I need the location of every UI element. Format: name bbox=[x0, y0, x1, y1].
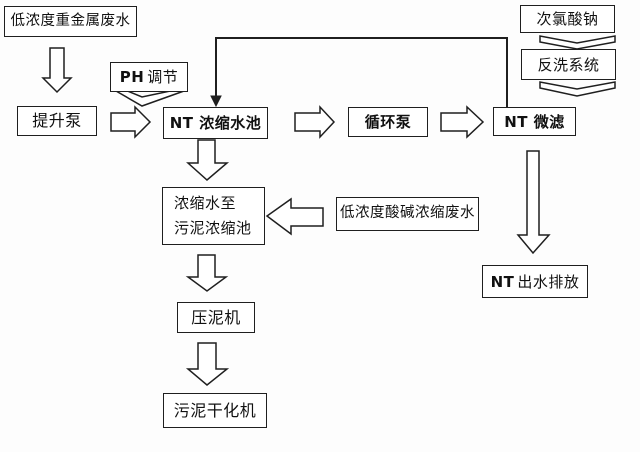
arrow-acidwaste-to-concentrate-icon bbox=[265, 197, 324, 236]
arrow-naclo-to-backwash-icon bbox=[539, 35, 616, 50]
node-label-bold: NT bbox=[490, 272, 515, 291]
arrow-mudpress-to-dryer-icon bbox=[185, 342, 230, 386]
node-heavy-metal-wastewater: 低浓度重金属废水 bbox=[4, 6, 137, 37]
node-backwash-system: 反洗系统 bbox=[521, 49, 616, 80]
node-label-bold: PH bbox=[119, 68, 145, 86]
node-lift-pump: 提升泵 bbox=[17, 106, 97, 136]
node-label: 提升泵 bbox=[32, 111, 82, 131]
arrow-concentrate-to-mudpress-icon bbox=[185, 254, 229, 292]
recirculation-arrowhead-icon bbox=[210, 95, 222, 108]
node-label: 调节 bbox=[147, 68, 179, 86]
arrow-liftpump-to-ntpool-icon bbox=[110, 105, 152, 139]
node-label: 污泥干化机 bbox=[173, 400, 257, 420]
node-ph-adjust: PH 调节 bbox=[110, 62, 188, 92]
arrow-ph-to-ntpool-icon bbox=[113, 89, 185, 107]
node-label: 出水排放 bbox=[517, 272, 580, 291]
node-label: 反洗系统 bbox=[537, 55, 600, 74]
node-nt-microfiltration: NT 微滤 bbox=[493, 107, 576, 136]
arrow-heavymetal-to-liftpump-icon bbox=[41, 47, 73, 94]
node-sodium-hypochlorite: 次氯酸钠 bbox=[520, 5, 615, 33]
arrow-ntpool-to-concentrate-icon bbox=[186, 139, 230, 181]
node-nt-concentrate-pool: NT 浓缩水池 bbox=[163, 107, 268, 139]
arrow-ntpool-to-circpump-icon bbox=[294, 105, 336, 139]
node-label-line2: 污泥浓缩池 bbox=[174, 219, 252, 237]
node-label: 循环泵 bbox=[364, 113, 412, 131]
arrow-ntmf-to-discharge-icon bbox=[516, 150, 551, 255]
arrow-backwash-to-ntmf-icon bbox=[539, 81, 616, 97]
node-concentrate-to-sludge-tank: 浓缩水至 污泥浓缩池 bbox=[162, 187, 265, 245]
node-label: 低浓度重金属废水 bbox=[10, 12, 131, 29]
arrow-circpump-to-ntmf-icon bbox=[440, 105, 485, 139]
node-label: 低浓度酸碱浓缩废水 bbox=[340, 205, 475, 222]
node-label-line1: 浓缩水至 bbox=[174, 194, 237, 213]
node-label: NT 微滤 bbox=[504, 112, 565, 131]
recirculation-line bbox=[210, 37, 508, 108]
node-nt-effluent-discharge: NT 出水排放 bbox=[482, 265, 588, 298]
node-acid-alkali-wastewater: 低浓度酸碱浓缩废水 bbox=[336, 197, 479, 231]
node-label: 压泥机 bbox=[191, 307, 241, 327]
node-label: 次氯酸钠 bbox=[536, 10, 599, 28]
node-sludge-dryer: 污泥干化机 bbox=[163, 393, 267, 428]
node-circulation-pump: 循环泵 bbox=[348, 107, 428, 137]
node-mud-press: 压泥机 bbox=[177, 302, 255, 333]
node-label: NT 浓缩水池 bbox=[169, 114, 262, 132]
